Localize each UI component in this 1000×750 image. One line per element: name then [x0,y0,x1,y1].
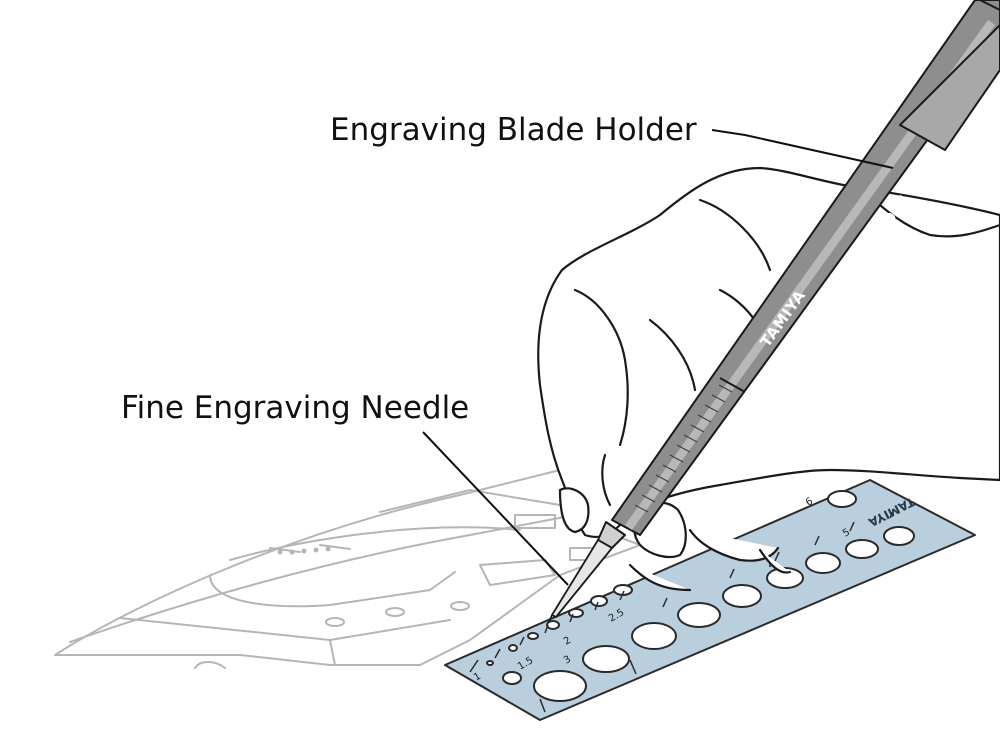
blade-holder-leader [711,129,894,169]
template-hole-label: 2 [562,635,573,648]
template-hole-label: 1 [472,671,483,684]
template-hole-label: 5 [841,527,852,540]
template-hole-label: 6 [804,496,815,509]
template-hole-label: 3 [562,654,573,667]
circle-template: 1 1.5 2 2.5 3 4 5 6 TAMIYA [444,479,976,721]
tool-brand-logo [815,320,840,349]
blade-holder-label: Engraving Blade Holder [330,112,697,148]
needle-leader [422,431,569,586]
leader-lines [422,129,894,586]
needle-label: Fine Engraving Needle [121,390,469,426]
